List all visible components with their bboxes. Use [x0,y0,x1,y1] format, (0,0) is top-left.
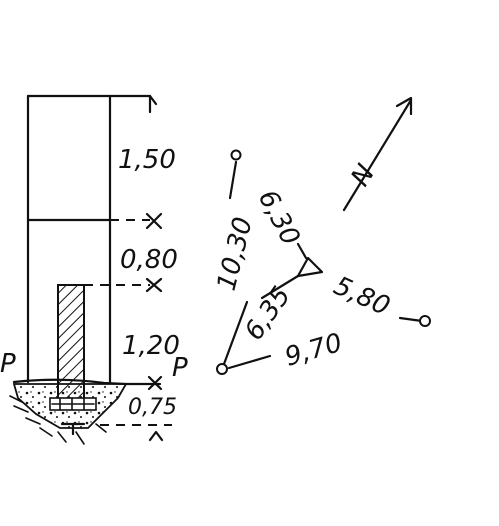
dimension-chain [84,94,172,442]
distance-top-station: 6,30 [252,185,306,250]
line-top-down [228,160,238,200]
north-arrow [342,96,413,212]
hatched-column [57,284,85,401]
top-arrow-mark [148,94,158,114]
column-top-cross-mark [145,277,163,293]
dimension-label-2: 0,80 [120,245,178,275]
ground-line [12,378,128,386]
distance-top-left: 10,30 [212,214,259,293]
dimension-label-3: 1,20 [122,331,180,361]
dimension-label-4: 0,75 [128,395,177,420]
ground-cross-mark [147,375,163,391]
foundation [9,378,128,445]
line-left-up [222,300,249,366]
distance-station-right: 5,80 [329,271,394,322]
north-arrow-shaft [342,98,413,212]
load-label-right: P [172,353,188,383]
survey-point-right [419,315,431,327]
line-left-right [227,354,272,370]
survey-point-left [216,363,228,375]
floor-cross-mark [145,212,163,230]
north-arrow-head [395,96,413,116]
soil-hatch-marks [9,395,107,445]
north-symbol: N [345,159,381,191]
base-arrow-mark [148,430,164,442]
building-elevation [26,94,112,401]
survey-network [216,149,431,375]
load-label-left: P [0,349,16,379]
line-right-end [398,316,424,323]
survey-point-top [230,149,242,161]
line-station-top [296,242,308,260]
dimension-label-1: 1,50 [118,145,176,175]
distance-station-left: 6,35 [239,281,297,346]
line-station-left [260,274,300,300]
footing-block-marks [51,397,95,411]
footing-base-mark [60,422,86,436]
survey-station-triangle [296,256,324,278]
distance-left-right: 9,70 [282,328,346,373]
